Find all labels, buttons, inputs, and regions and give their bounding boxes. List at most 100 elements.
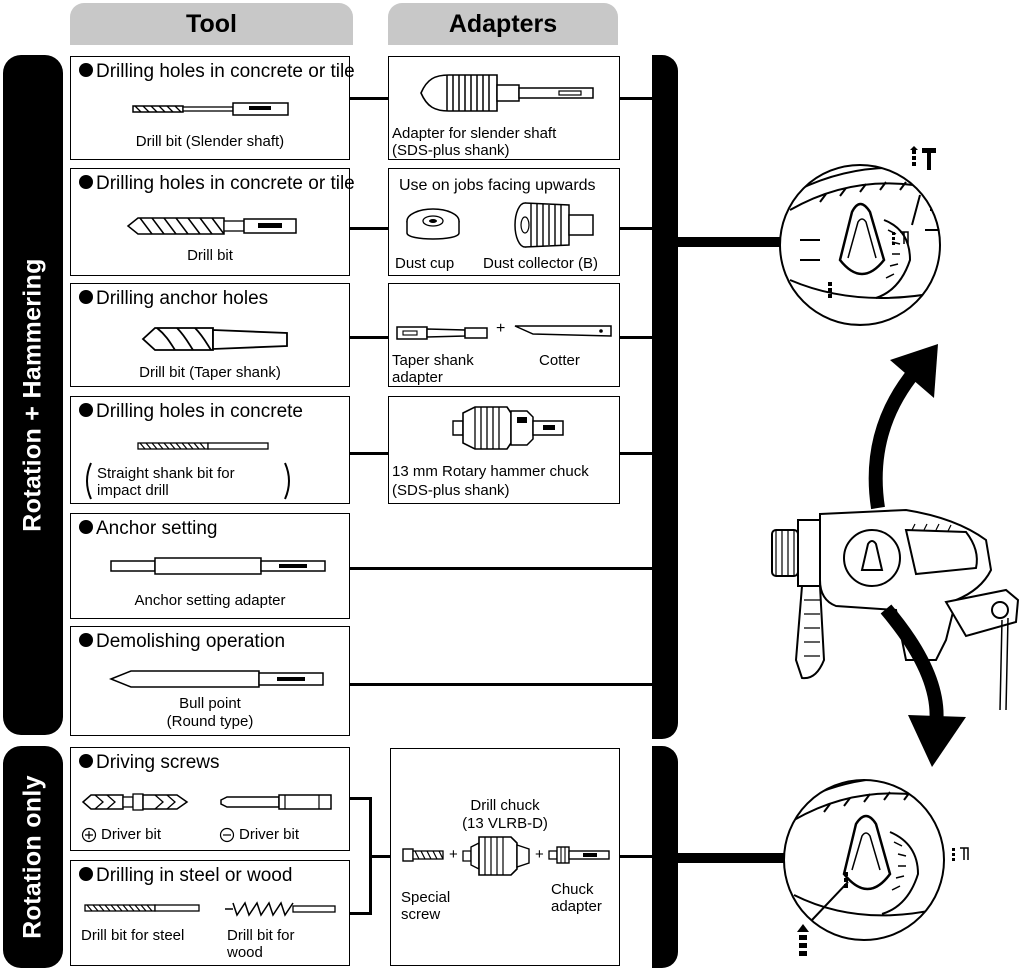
mode-switch-rotation-only-closeup (783, 779, 969, 941)
connector-line (350, 227, 390, 230)
tool-box-steel-wood: Drilling in steel or wood Drill bit for … (70, 860, 350, 966)
connector-line (350, 683, 654, 686)
mode-switch-rotation-hammering-closeup (779, 164, 941, 326)
connector-line (676, 853, 784, 863)
dust-collector-icon (514, 202, 594, 248)
adapter-caption-line2: (SDS-plus shank) (392, 482, 510, 499)
bullet-icon (79, 403, 93, 417)
bullet-icon (79, 63, 93, 77)
bull-point-icon (108, 670, 324, 688)
adapter-caption-line1: Adapter for slender shaft (392, 125, 557, 142)
rotary-hammer-drill-icon (771, 508, 1020, 711)
connector-line (620, 855, 654, 858)
adapter-box-dust: Use on jobs facing upwards Dust cup Dust… (388, 168, 620, 276)
paren-right-icon (284, 462, 290, 500)
slender-drill-bit-icon (132, 102, 289, 116)
tool-box-slender-drill: Drilling holes in concrete or tile Drill… (70, 56, 355, 160)
tool-box-anchor-setting: Anchor setting Anchor setting adapter (70, 513, 350, 619)
special-screw-label-line1: Special (401, 889, 451, 906)
cotter-label: Cotter (539, 352, 580, 369)
dust-collector-label: Dust collector (B) (483, 255, 599, 272)
rotation-hammering-mode-icon (910, 146, 936, 170)
right-bar-bottom (652, 746, 678, 968)
special-screw-icon (402, 848, 444, 862)
connector-line (350, 336, 390, 339)
plus-sign: + (496, 320, 506, 337)
tool-title: Drilling holes in concrete or tile (79, 173, 355, 195)
tool-title: Drilling anchor holes (79, 288, 268, 310)
minus-driver-bit-icon (220, 794, 332, 810)
cotter-icon (514, 325, 612, 337)
special-screw-label-line2: screw (401, 906, 441, 923)
tool-caption-line2: impact drill (97, 482, 169, 499)
header-adapters: Adapters (388, 3, 618, 45)
tool-caption: Drill bit (187, 247, 233, 264)
bullet-icon (79, 290, 93, 304)
taper-shank-adapter-label-line1: Taper shank (392, 352, 474, 369)
connector-line (350, 452, 390, 455)
drill-chuck-title-line2: (13 VLRB-D) (462, 815, 548, 832)
connector-line (676, 237, 788, 247)
plus-driver-bit-icon (81, 793, 189, 811)
bullet-icon (79, 633, 93, 647)
rotation-only-mode-icon (797, 924, 809, 956)
steel-drill-bit-icon (84, 904, 200, 912)
dust-cup-icon (406, 208, 460, 240)
adapter-box-taper: + Taper shank adapter Cotter (388, 283, 620, 387)
tool-box-taper-shank: Drilling anchor holes Drill bit (Taper s… (70, 283, 350, 387)
tool-title: Driving screws (79, 752, 220, 774)
minus-driver-bit-label: Driver bit (239, 826, 300, 843)
tool-title: Drilling holes in concrete or tile (79, 61, 355, 83)
adapter-box-slender-shaft: Adapter for slender shaft (SDS-plus shan… (388, 56, 620, 160)
taper-shank-adapter-icon (396, 326, 488, 340)
tool-caption: Anchor setting adapter (134, 592, 286, 609)
tool-caption: Drill bit (Slender shaft) (135, 133, 285, 150)
bullet-icon (79, 520, 93, 534)
tool-title: Demolishing operation (79, 631, 285, 653)
taper-shank-drill-bit-icon (141, 327, 288, 351)
tool-title: Drilling holes in concrete (79, 401, 303, 423)
tool-caption-line1: Straight shank bit for (97, 465, 235, 482)
straight-shank-bit-icon (137, 442, 269, 450)
connector-line (350, 567, 654, 570)
header-tool: Tool (70, 3, 353, 45)
tool-title: Anchor setting (79, 518, 217, 540)
rotary-hammer-chuck-icon (452, 406, 564, 450)
anchor-setting-adapter-icon (110, 557, 326, 575)
chuck-adapter-icon (548, 846, 610, 864)
connector-line (350, 797, 372, 800)
tool-caption-line2: (Round type) (166, 713, 254, 730)
side-label-rotation-hammering: Rotation + Hammering (18, 258, 47, 532)
connector-line (620, 452, 654, 455)
connector-line (620, 97, 654, 100)
drill-bit-icon (126, 217, 297, 235)
tool-title: Drilling in steel or wood (79, 865, 292, 887)
taper-shank-adapter-label-line2: adapter (392, 369, 443, 386)
chuck-adapter-label-line1: Chuck (551, 881, 594, 898)
wood-drill-bit-icon (225, 901, 336, 917)
chuck-adapter-label-line2: adapter (551, 898, 602, 915)
dust-cup-label: Dust cup (395, 255, 455, 272)
tool-box-straight-shank: Drilling holes in concrete Straight shan… (70, 396, 350, 504)
adapter-heading: Use on jobs facing upwards (399, 177, 596, 194)
adapter-box-rotary-chuck: 13 mm Rotary hammer chuck (SDS-plus shan… (388, 396, 620, 504)
bullet-icon (79, 867, 93, 881)
tool-caption-line1: Bull point (179, 695, 241, 712)
side-bar-rotation-hammering: Rotation + Hammering (3, 55, 63, 735)
connector-line (369, 855, 391, 858)
side-bar-rotation-only: Rotation only (3, 746, 63, 968)
bullet-icon (79, 754, 93, 768)
adapter-box-drill-chuck: Drill chuck (13 VLRB-D) + + Special scre… (390, 748, 620, 966)
slender-shaft-adapter-icon (420, 74, 594, 112)
minus-circle-icon (219, 827, 235, 843)
wood-drill-bit-label-line1: Drill bit for (227, 927, 295, 944)
plus-circle-icon (81, 827, 97, 843)
paren-left-icon (86, 462, 92, 500)
curved-arrow-up-icon (868, 344, 938, 510)
bullet-icon (79, 175, 93, 189)
wood-drill-bit-label-line2: wood (227, 944, 263, 961)
connector-line (620, 336, 654, 339)
tool-box-bull-point: Demolishing operation Bull point (Round … (70, 626, 350, 736)
right-bar-top (652, 55, 678, 739)
connector-line (350, 912, 372, 915)
